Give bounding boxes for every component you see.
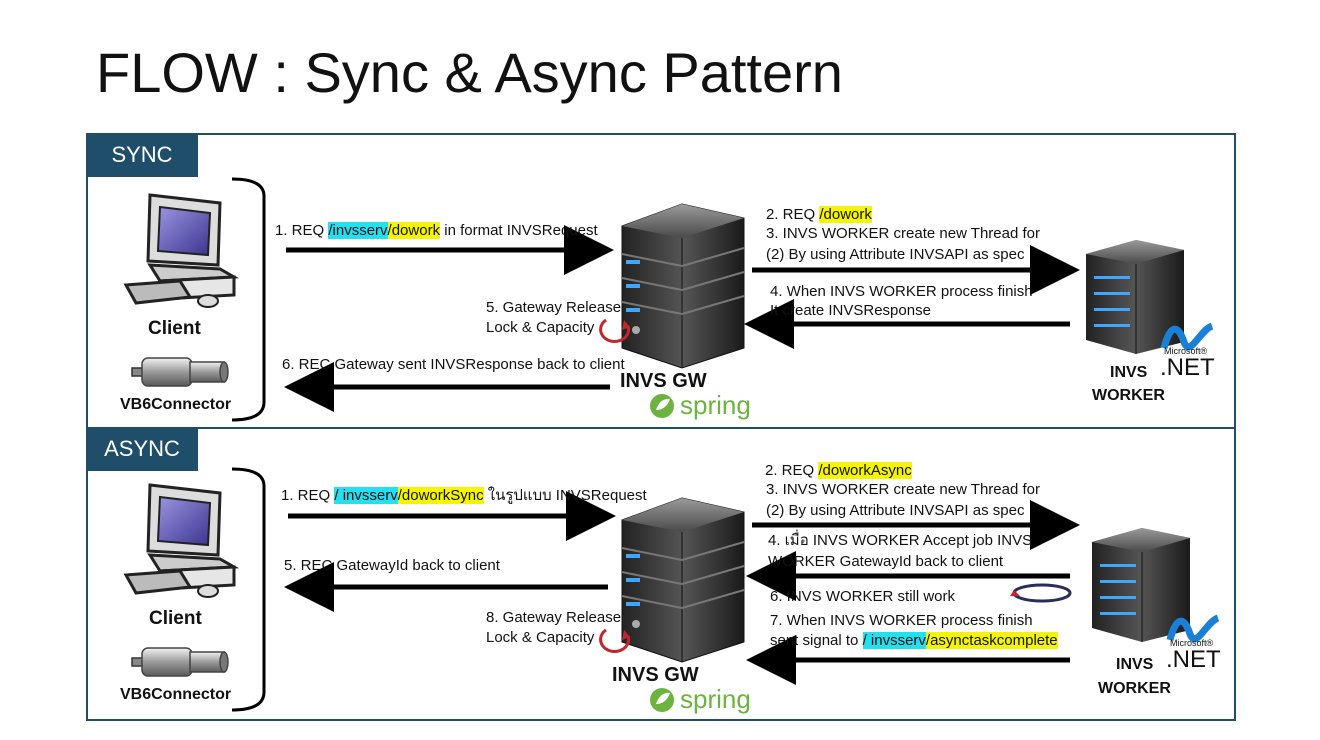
section-divider	[86, 427, 1236, 429]
client-bracket	[231, 467, 266, 712]
sync-step3a-label: 3. INVS WORKER create new Thread for	[766, 225, 1040, 242]
page-title: FLOW : Sync & Async Pattern	[96, 41, 843, 104]
async-step8a-label: 8. Gateway Release	[486, 609, 622, 626]
async-step1-label: 1. REQ / invsserv/doworkSync ในรูปแบบ IN…	[281, 487, 647, 504]
worker-server-icon	[1086, 240, 1184, 354]
sync-spring-label: spring	[680, 390, 751, 420]
async-client-label: Client	[149, 608, 202, 629]
vb6-connector-icon	[131, 647, 229, 677]
async-spring-label: spring	[680, 684, 751, 714]
sync-step5b-label: Lock & Capacity	[486, 319, 595, 336]
async-connector-label: VB6Connector	[120, 686, 232, 703]
client-bracket	[231, 177, 266, 422]
sync-step5a-label: 5. Gateway Release	[486, 299, 622, 316]
gateway-server-icon	[621, 203, 745, 369]
async-step3a-label: 3. INVS WORKER create new Thread for	[766, 481, 1040, 498]
gateway-release-loop-icon	[599, 318, 631, 343]
async-dotnet-ms: Microsoft®	[1170, 638, 1214, 648]
spring-logo-icon	[650, 688, 674, 712]
async-step3b-label: (2) By using Attribute INVSAPI as spec	[766, 502, 1025, 519]
async-step4b-label: WORKER GatewayId back to client	[768, 553, 1004, 570]
dotnet-logo-icon	[1160, 322, 1214, 351]
sync-tag: SYNC	[86, 133, 198, 177]
gateway-release-loop-icon	[599, 628, 631, 653]
sync-gw-label: INVS GW	[620, 370, 707, 392]
sync-dotnet-ms: Microsoft®	[1164, 346, 1208, 356]
async-step4a-label: 4. เมื่อ INVS WORKER Accept job INVS	[768, 532, 1033, 549]
async-step7a-label: 7. When INVS WORKER process finish	[770, 612, 1033, 629]
async-step7b-label: sent signal to / invsserv/asynctaskcompl…	[770, 632, 1058, 649]
sync-dotnet-net: .NET	[1160, 354, 1215, 381]
async-step6-label: 6. INVS WORKER still work	[770, 588, 956, 605]
sync-step4a-label: 4. When INVS WORKER process finish	[770, 283, 1033, 300]
client-computer-icon	[123, 483, 240, 598]
sync-step6-label: 6. REC Gateway sent INVSResponse back to…	[282, 356, 625, 373]
vb6-connector-icon	[131, 357, 229, 387]
async-step8b-label: Lock & Capacity	[486, 629, 595, 646]
dotnet-logo-icon	[1166, 614, 1220, 643]
worker-still-work-loop-icon	[1010, 583, 1072, 603]
async-tag: ASYNC	[86, 427, 198, 471]
client-computer-icon	[123, 193, 240, 308]
spring-logo-icon	[650, 394, 674, 418]
sync-worker-label-1: INVS	[1110, 364, 1148, 381]
gateway-server-icon	[621, 497, 745, 663]
async-step2-label: 2. REQ /doworkAsync	[765, 462, 912, 479]
async-step5-label: 5. REC GatewayId back to client	[284, 557, 500, 574]
sync-worker-label-2: WORKER	[1092, 387, 1165, 404]
async-dotnet-net: .NET	[1166, 646, 1221, 673]
sync-step4b-label: It create INVSResponse	[770, 302, 931, 319]
async-gw-label: INVS GW	[612, 664, 699, 686]
sync-connector-label: VB6Connector	[120, 396, 232, 413]
sync-step1-label: 1. REQ /invsserv/dowork in format INVSRe…	[275, 222, 598, 239]
sync-step2-label: 2. REQ /dowork	[766, 206, 872, 223]
async-worker-label-1: INVS	[1116, 656, 1154, 673]
sync-step3b-label: (2) By using Attribute INVSAPI as spec	[766, 246, 1025, 263]
sync-client-label: Client	[148, 318, 201, 339]
async-worker-label-2: WORKER	[1098, 680, 1171, 697]
worker-server-icon	[1092, 528, 1190, 642]
